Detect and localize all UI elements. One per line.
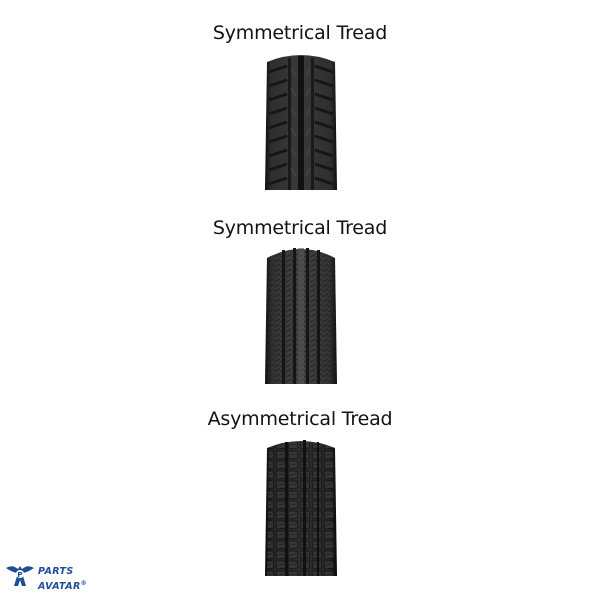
section-3-title: Asymmetrical Tread <box>207 408 393 430</box>
tire-2-image <box>265 248 337 384</box>
tire-3-image <box>265 440 337 576</box>
tire-1-image <box>265 55 337 190</box>
section-2-title: Symmetrical Tread <box>212 217 388 239</box>
logo-line-1: PARTS <box>38 566 74 577</box>
svg-text:P: P <box>17 571 22 579</box>
section-1-title: Symmetrical Tread <box>212 22 388 44</box>
parts-avatar-logo: P PARTS AVATAR® <box>4 560 104 594</box>
parts-avatar-emblem-icon: P <box>6 566 34 586</box>
registered-mark: ® <box>80 580 88 587</box>
logo-line-2: AVATAR® <box>38 580 88 593</box>
